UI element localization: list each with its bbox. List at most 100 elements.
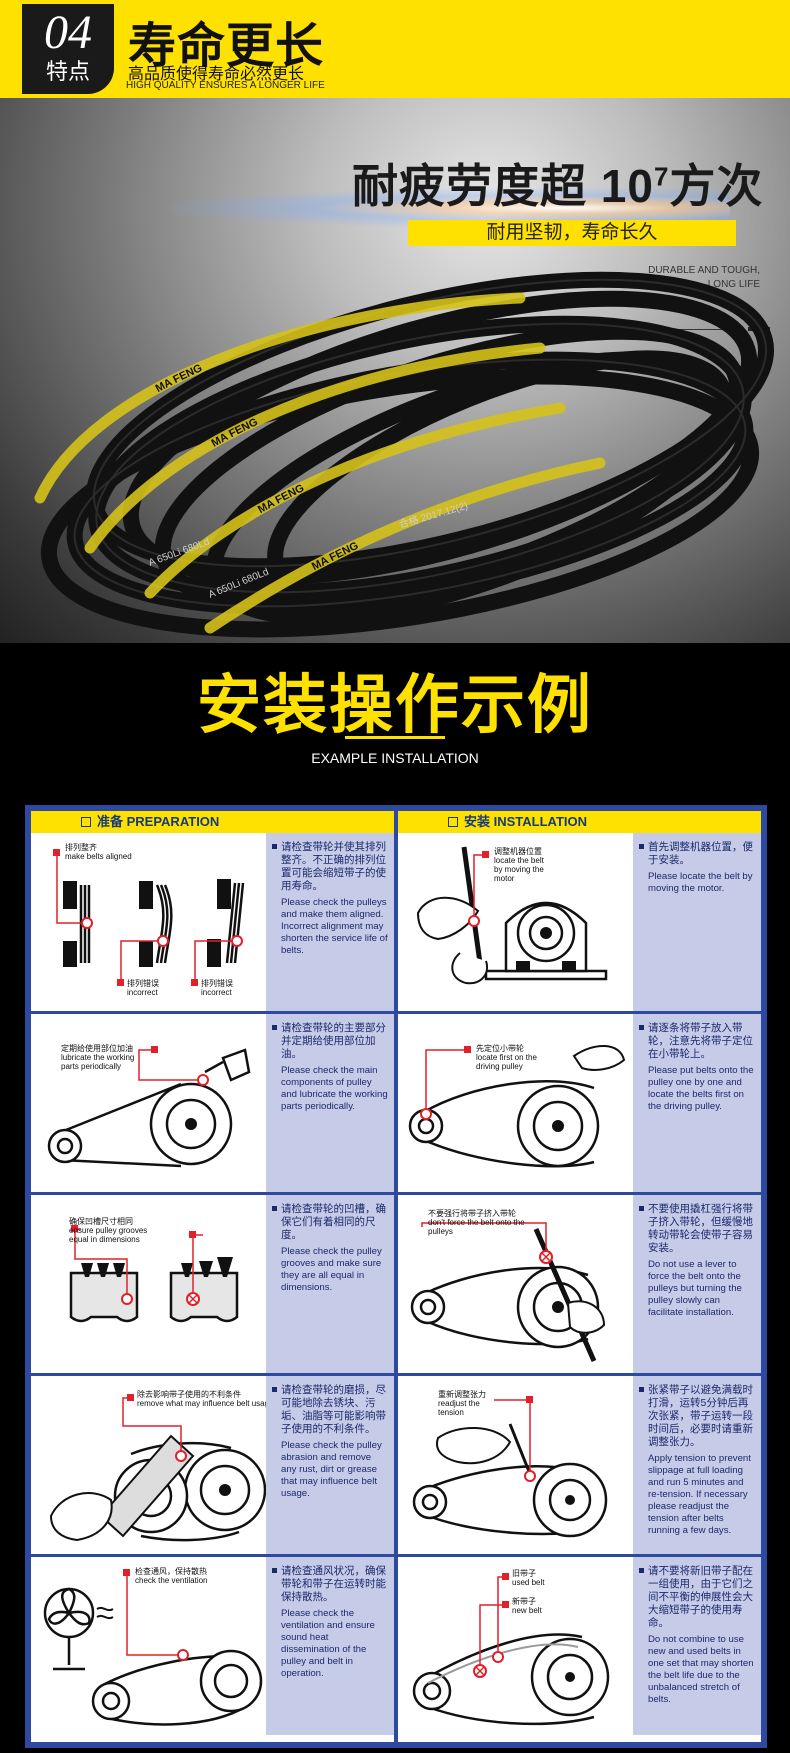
step-text-cn: 请不要将新旧带子配在一组使用，由于它们之间不平衡的伸展性会大大缩短带子的使用寿命… — [639, 1565, 755, 1630]
callout-tension-cn: 重新调整张力 — [438, 1390, 486, 1399]
feature-header: 04 特点 寿命更长 高品质使得寿命必然更长 HIGH QUALITY ENSU… — [0, 0, 790, 98]
step-install-tension-text: 张紧带子以避免满载时打滑，运转5分钟后再次张紧，带子运转一段时间后，必要时请重新… — [633, 1376, 761, 1554]
callout-lubricate-en: lubricate the working parts periodically — [61, 1053, 135, 1071]
step-text-cn: 张紧带子以避免满载时打滑，运转5分钟后再次张紧，带子运转一段时间后，必要时请重新… — [639, 1384, 755, 1449]
callout-incorrect-1-en: incorrect — [127, 988, 158, 997]
installation-header: 安装 INSTALLATION — [398, 811, 761, 833]
row-divider — [31, 1554, 761, 1557]
step-prep-align-text: 请检查带轮并使其排列整齐。不正确的排列位置可能会缩短带子的使用寿命。Please… — [266, 833, 394, 1011]
feature-label: 特点 — [45, 59, 90, 84]
installation-chart: 准备 PREPARATION 安装 INSTALLATION — [25, 805, 767, 1748]
step-prep-lubricate-text: 请检查带轮的主要部分并定期给使用部位加油。Please check the ma… — [266, 1014, 394, 1192]
callout-no-lever-en: don't force the belt onto the pulleys — [428, 1218, 525, 1236]
installation-grid: 准备 PREPARATION 安装 INSTALLATION — [31, 811, 761, 1742]
step-prep-clean-text: 请检查带轮的磨损，尽可能地除去锈块、污垢、油脂等可能影响带子使用的不利条件。Pl… — [266, 1376, 394, 1554]
step-install-locate-motor-text: 首先调整机器位置，便于安装。Please locate the belt by … — [633, 833, 761, 1011]
hero-headline: 耐疲劳度超 107方次 — [352, 150, 763, 216]
step-text-cn: 请检查带轮的主要部分并定期给使用部位加油。 — [272, 1022, 388, 1061]
v-belts-image: MA FENG MA FENG MA FENG MA FENG A 650Li … — [34, 271, 775, 638]
preparation-header-label: 准备 PREPARATION — [97, 814, 220, 829]
callout-incorrect-2-en: incorrect — [201, 988, 232, 997]
feature-number: 04 — [44, 6, 92, 59]
callout-lubricate-cn: 定期给使用部位加油 — [61, 1044, 133, 1053]
hero-tagline-en: DURABLE AND TOUGH, LONG LIFE — [648, 264, 760, 292]
callout-locate-motor-cn: 调整机器位置 — [494, 847, 542, 856]
callout-incorrect-2-cn: 排列错误 — [201, 979, 233, 988]
tagline-en-line1: DURABLE AND TOUGH, — [648, 265, 760, 276]
step-text-cn: 请检查带轮的凹槽，确保它们有着相同的尺度。 — [272, 1203, 388, 1242]
hero-tagline: 耐用坚韧，寿命长久 — [408, 220, 736, 246]
callout-new-belt-cn: 新带子 — [512, 1597, 536, 1606]
install-title-underline — [345, 736, 445, 739]
headline-exponent: 7 — [653, 161, 670, 192]
headline-unit: 方次 — [669, 160, 764, 212]
row-divider — [31, 1192, 761, 1195]
step-text-en: Apply tension to prevent slippage at ful… — [648, 1453, 751, 1536]
step-prep-ventilation-text: 请检查通风状况，确保带轮和带子在运转时能保持散热。 Please check th… — [266, 1557, 394, 1735]
callout-ventilation-en: check the ventilation — [135, 1576, 208, 1585]
callout-driving-pulley-cn: 先定位小带轮 — [476, 1044, 524, 1053]
step-text-cn: 请检查带轮的磨损，尽可能地除去锈块、污垢、油脂等可能影响带子使用的不利条件。 — [272, 1384, 388, 1436]
column-divider — [394, 811, 398, 1742]
callout-align-cn: 排列整齐 — [65, 843, 97, 852]
step-text-cn: 请检查通风状况，确保带轮和带子在运转时能保持散热。 — [272, 1565, 388, 1604]
callout-clean-en: remove what may influence belt usage — [137, 1399, 274, 1408]
step-text-en: Please check the ventilation and ensure … — [281, 1608, 375, 1679]
callout-ventilation-cn: 检查通风，保持散热 — [135, 1567, 207, 1576]
step-text-en: Do not combine to use new and used belts… — [648, 1634, 754, 1705]
row-divider — [31, 1373, 761, 1376]
callout-grooves-cn: 确保凹槽尺寸相同 — [69, 1217, 133, 1226]
step-text-cn: 请逐条将带子放入带轮，注意先将带子定位在小带轮上。 — [639, 1022, 755, 1061]
callout-clean-cn: 除去影响带子使用的不利条件 — [137, 1390, 241, 1399]
step-install-new-used-text: 请不要将新旧带子配在一组使用，由于它们之间不平衡的伸展性会大大缩短带子的使用寿命… — [633, 1557, 761, 1735]
step-text-en: Please locate the belt by moving the mot… — [648, 871, 753, 894]
step-install-driving-pulley-text: 请逐条将带子放入带轮，注意先将带子定位在小带轮上。 Please put belt… — [633, 1014, 761, 1192]
callout-used-belt-cn: 旧带子 — [512, 1569, 536, 1578]
feature-title: 寿命更长 — [128, 20, 325, 73]
step-text-cn: 请检查带轮并使其排列整齐。不正确的排列位置可能会缩短带子的使用寿命。 — [272, 841, 388, 893]
step-text-en: Please check the pulley grooves and make… — [281, 1246, 382, 1293]
feature-subtitle: 高品质使得寿命必然更长 — [128, 66, 305, 83]
preparation-header: 准备 PREPARATION — [31, 811, 394, 833]
feature-subtitle-en: HIGH QUALITY ENSURES A LONGER LIFE — [126, 80, 325, 91]
callout-tension-en: readjust the tension — [438, 1399, 480, 1417]
tagline-en-line2: LONG LIFE — [707, 279, 760, 290]
callout-driving-pulley-en: locate first on the driving pulley — [476, 1053, 537, 1071]
callout-used-belt-en: used belt — [512, 1578, 545, 1587]
step-text-en: Please put belts onto the pulley one by … — [648, 1065, 754, 1112]
step-text-en: Do not use a lever to force the belt ont… — [648, 1259, 742, 1318]
install-title: 安装操作示例 — [197, 669, 593, 741]
callout-no-lever-cn: 不要强行将带子挤入带轮 — [428, 1209, 516, 1218]
callout-locate-motor-en: locate the belt by moving the motor — [494, 856, 544, 883]
checkbox-square-icon — [81, 817, 91, 827]
callout-new-belt-en: new belt — [512, 1606, 542, 1615]
callout-align-en: make belts aligned — [65, 852, 132, 861]
belt-mark: 合格 2017.12(2) — [397, 499, 469, 531]
